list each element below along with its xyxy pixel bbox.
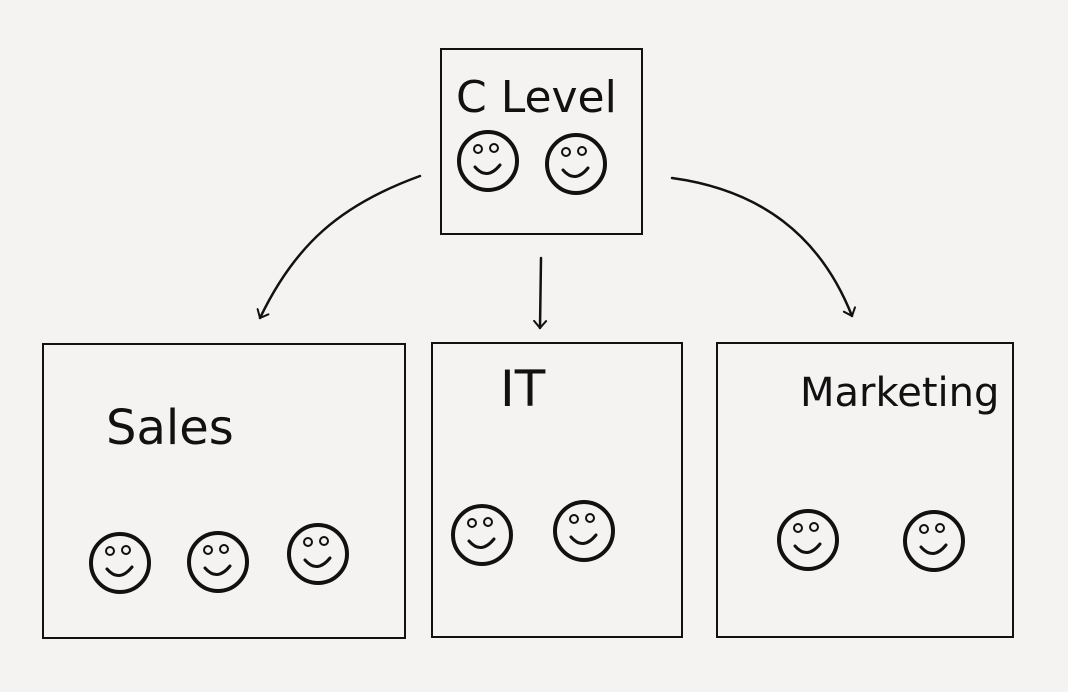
sales-label: Sales bbox=[106, 400, 234, 456]
smiley-face-icon bbox=[553, 500, 615, 562]
it-label: IT bbox=[500, 360, 546, 418]
c-level-label: C Level bbox=[456, 72, 617, 123]
arrow-to-it bbox=[533, 256, 548, 330]
smiley-face-icon bbox=[89, 532, 151, 594]
smiley-face-icon bbox=[187, 531, 249, 593]
smiley-face-icon bbox=[287, 523, 349, 585]
sales-box: Sales bbox=[42, 343, 406, 639]
smiley-face-icon bbox=[903, 510, 965, 572]
c-level-box: C Level bbox=[440, 48, 643, 235]
it-box: IT bbox=[431, 342, 683, 638]
marketing-label: Marketing bbox=[800, 370, 999, 416]
smiley-face-icon bbox=[457, 130, 519, 192]
smiley-face-icon bbox=[545, 133, 607, 195]
smiley-face-icon bbox=[777, 509, 839, 571]
arrow-to-marketing bbox=[670, 176, 857, 318]
smiley-face-icon bbox=[451, 504, 513, 566]
arrow-to-sales bbox=[256, 174, 422, 320]
marketing-box: Marketing bbox=[716, 342, 1014, 638]
